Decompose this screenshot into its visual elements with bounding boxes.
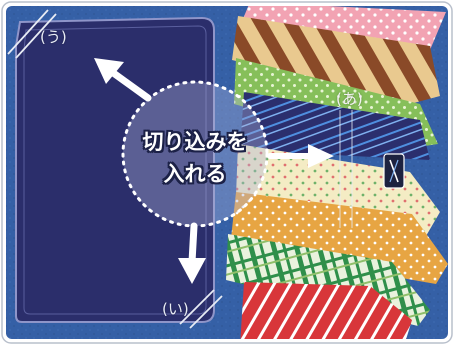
highlight-circle (123, 82, 267, 226)
instruction-text: 切り込みを 入れる (120, 126, 270, 190)
cut-mark-i-2 (189, 295, 223, 329)
navy-card-panel (15, 16, 215, 323)
tie-navy-striped (240, 92, 430, 160)
label-a: (あ) (336, 90, 363, 108)
arrow-down-icon (178, 222, 206, 284)
cut-mark-i-1 (179, 289, 215, 325)
label-u: (う) (40, 28, 67, 46)
label-i: (い) (162, 300, 189, 318)
tie-brown-striped (232, 16, 440, 104)
instruction-line-1: 切り込みを (142, 130, 248, 154)
cut-mark-u-2 (15, 13, 57, 59)
tie-tag (383, 153, 405, 189)
cut-mark-u-1 (7, 9, 49, 55)
arrow-upper-left-icon (94, 58, 152, 102)
tie-orange-dotted (230, 192, 448, 284)
tie-stack (226, 6, 448, 339)
instruction-line-2: 入れる (163, 162, 227, 186)
arrow-right-icon (267, 144, 334, 168)
navy-card-inner-border (23, 25, 207, 315)
tie-red-striped (240, 282, 412, 339)
